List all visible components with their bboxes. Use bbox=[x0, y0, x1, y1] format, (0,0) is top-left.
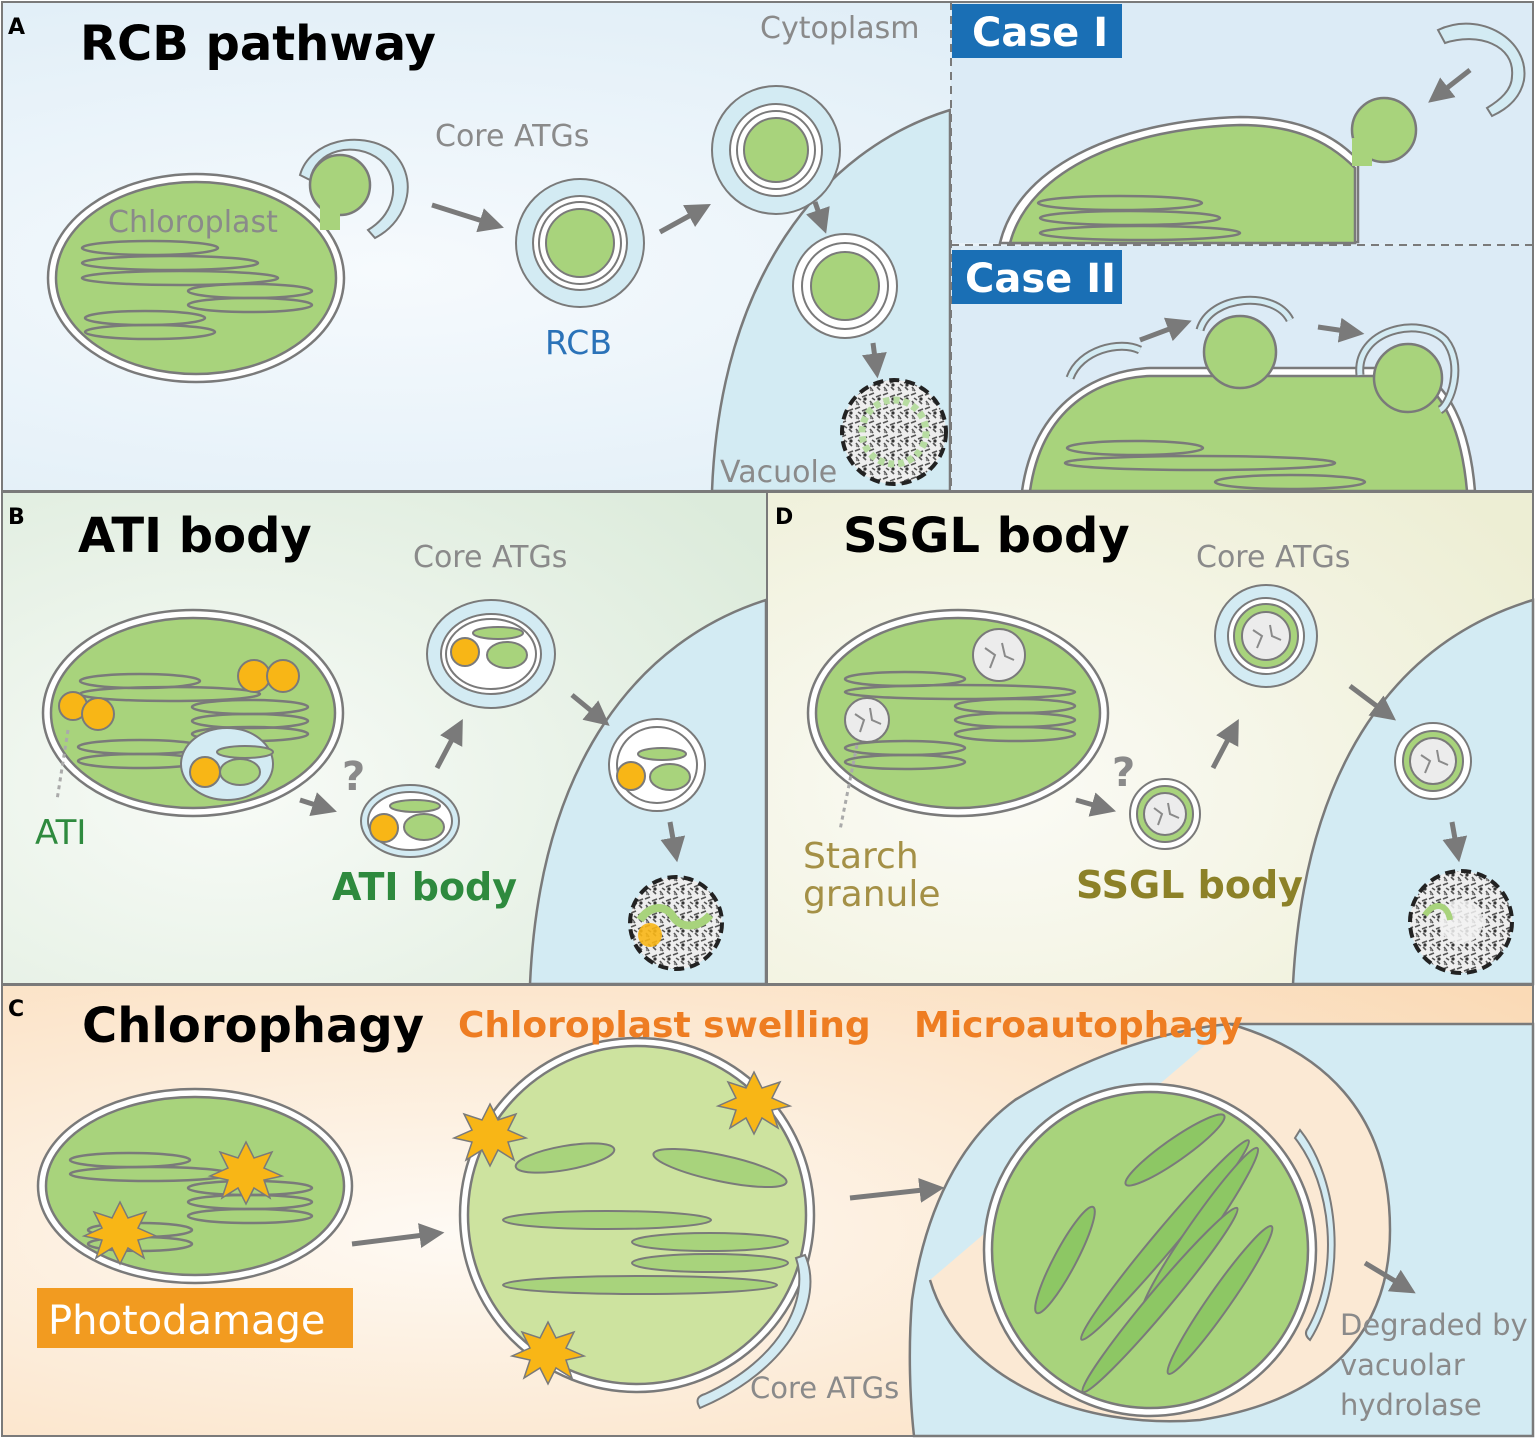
chloroplast-label: Chloroplast bbox=[108, 205, 278, 240]
panel-d: D SSGL body Core ATGs ? Starch granule S… bbox=[766, 491, 1535, 986]
degraded-label-line3: hydrolase bbox=[1340, 1388, 1482, 1422]
panel-a-title: RCB pathway bbox=[80, 16, 436, 72]
degraded-body bbox=[840, 378, 948, 486]
case-2-label: Case II bbox=[965, 256, 1116, 302]
case-2-badge bbox=[952, 250, 1122, 304]
panel-c: C Chlorophagy Chloroplast swelling Micro… bbox=[1, 984, 1535, 1438]
autophagic-body bbox=[792, 233, 898, 339]
panel-b-title: ATI body bbox=[78, 508, 312, 564]
panel-a-letter: A bbox=[8, 15, 25, 40]
chloroplast-b bbox=[41, 608, 345, 818]
panel-b-letter: B bbox=[8, 505, 25, 530]
ati-autophagic-body bbox=[608, 718, 706, 812]
question-mark-d: ? bbox=[1112, 750, 1135, 796]
photodamaged-chloroplast bbox=[36, 1087, 354, 1285]
panel-d-letter: D bbox=[775, 505, 793, 530]
cytoplasm-label: Cytoplasm bbox=[760, 11, 919, 46]
swollen-chloroplast bbox=[451, 1036, 816, 1410]
vacuole-label: Vacuole bbox=[720, 455, 837, 490]
ati-body-vesicle bbox=[360, 784, 460, 858]
core-atgs-label-c: Core ATGs bbox=[750, 1371, 899, 1405]
question-mark-b: ? bbox=[342, 754, 365, 800]
engulfed-chloroplast bbox=[982, 1082, 1336, 1418]
photodamage-badge bbox=[37, 1288, 353, 1348]
ati-degraded-body bbox=[628, 875, 724, 971]
panel-c-letter: C bbox=[8, 997, 24, 1022]
ssgl-autophagosome bbox=[1214, 584, 1318, 688]
panel-a: A RCB pathway Cytoplasm Core ATGs Chloro… bbox=[1, 1, 1534, 493]
ssgl-body-vesicle bbox=[1129, 778, 1201, 850]
starch-label-line1: Starch bbox=[803, 836, 919, 877]
ssgl-body-label: SSGL body bbox=[1076, 863, 1303, 907]
autophagosome bbox=[711, 85, 841, 215]
core-atgs-label-a: Core ATGs bbox=[435, 119, 589, 154]
panel-c-title: Chlorophagy bbox=[82, 998, 424, 1054]
chloroplast-swelling-label: Chloroplast swelling bbox=[458, 1005, 871, 1046]
ssgl-autophagic-body bbox=[1394, 722, 1472, 800]
microautophagy-label: Microautophagy bbox=[914, 1005, 1243, 1046]
chloroplast bbox=[46, 138, 409, 384]
photodamage-label: Photodamage bbox=[48, 1298, 325, 1344]
core-atgs-label-b: Core ATGs bbox=[413, 540, 567, 575]
case-2-illustration bbox=[1020, 295, 1477, 493]
case-1-badge bbox=[952, 4, 1122, 58]
rcb-vesicle bbox=[515, 178, 645, 308]
ssgl-degraded-body bbox=[1408, 869, 1514, 975]
core-atgs-label-d: Core ATGs bbox=[1196, 540, 1350, 575]
chloroplast-d bbox=[806, 608, 1110, 818]
ati-label: ATI bbox=[35, 813, 86, 853]
starch-label-line2: granule bbox=[803, 874, 941, 915]
ati-autophagosome bbox=[426, 599, 556, 709]
case-1-illustration bbox=[998, 22, 1526, 245]
case-1-label: Case I bbox=[972, 10, 1108, 56]
degraded-label-line2: vacuolar bbox=[1340, 1348, 1465, 1382]
rcb-label: RCB bbox=[545, 323, 612, 362]
panel-b: B ATI body Core ATGs ? ATI ATI body bbox=[1, 491, 768, 986]
ati-body-label: ATI body bbox=[332, 865, 517, 909]
panel-d-title: SSGL body bbox=[843, 508, 1130, 564]
degraded-label-line1: Degraded by bbox=[1340, 1308, 1528, 1342]
